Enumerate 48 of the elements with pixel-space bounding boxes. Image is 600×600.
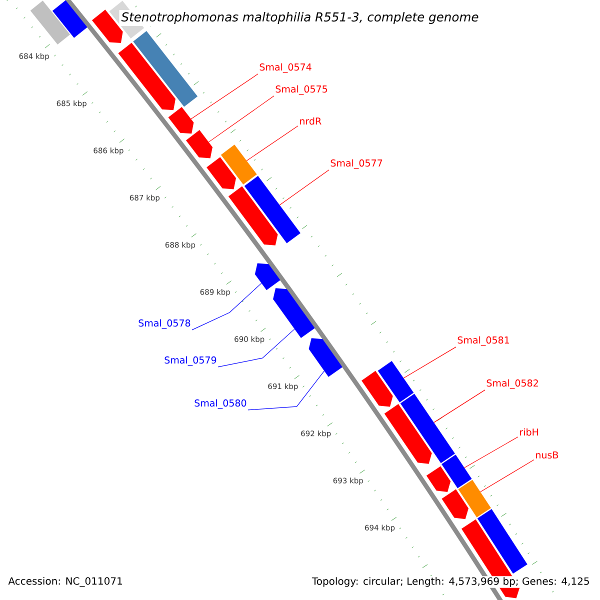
footer-text: Accession: NC_011071 <box>7 576 124 588</box>
gene-label: Smal_0581 <box>458 336 509 346</box>
leader-line <box>246 126 298 162</box>
gene-bar <box>220 144 257 185</box>
gene-block <box>118 42 176 110</box>
gene-block <box>228 186 278 246</box>
gene-label: Smal_0577 <box>330 159 382 169</box>
gene-label: Smal_0579 <box>164 356 216 366</box>
gene-bar <box>442 454 472 488</box>
gene-bar <box>477 509 528 574</box>
footer-text: Topology: circular; Length: 4,573,969 bp; Genes: 4,125 <box>310 576 591 588</box>
leader-line <box>218 328 295 368</box>
leader-line <box>190 74 258 120</box>
gene-block <box>206 157 236 190</box>
gene-label: ribH <box>520 428 538 436</box>
gene-block <box>308 338 342 377</box>
gene-label: Smal_0575 <box>276 85 328 95</box>
gene-bar <box>400 394 455 464</box>
gene-block <box>384 404 432 464</box>
leader-line <box>248 370 325 410</box>
gene-block <box>186 130 212 158</box>
gene-block <box>362 370 393 407</box>
leader-line <box>434 390 486 423</box>
gene-label: Smal_0580 <box>194 399 246 409</box>
gene-label: Smal_0574 <box>260 63 312 73</box>
leader-line <box>464 436 518 468</box>
gene-label: nrdR <box>300 117 322 125</box>
title: Stenotrophomonas maltophilia R551-3, complete genome <box>119 10 481 26</box>
gene-block <box>442 489 468 520</box>
gene-bar <box>133 30 198 107</box>
gene-bar <box>244 176 300 244</box>
leader-line <box>208 96 274 142</box>
gene-block <box>92 10 123 43</box>
gene-block <box>426 466 451 492</box>
gene-block <box>168 106 194 134</box>
gene-bar <box>378 361 414 402</box>
leader-line <box>403 346 456 378</box>
gene-bar <box>458 480 491 518</box>
gene-bar <box>52 0 88 38</box>
leader-line <box>192 282 262 330</box>
gene-bar <box>30 0 70 44</box>
leader-line <box>279 170 330 206</box>
gene-block <box>273 288 315 338</box>
gene-label: Smal_0578 <box>138 319 190 329</box>
gene-label: Smal_0582 <box>486 379 538 389</box>
gene-block <box>254 263 280 290</box>
leader-line <box>480 459 534 492</box>
gene-label: nusB <box>536 451 558 459</box>
